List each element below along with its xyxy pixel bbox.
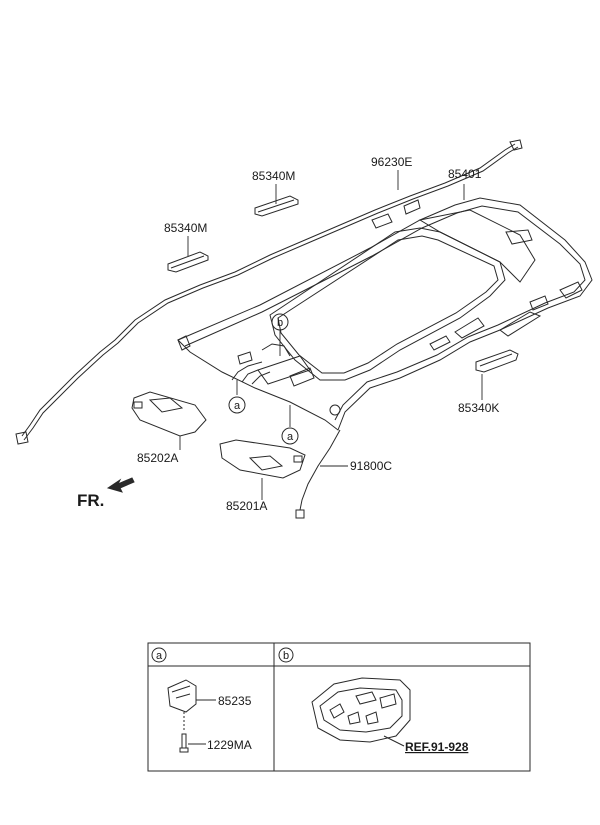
label-85401: 85401	[448, 167, 482, 181]
label-85340m-upper: 85340M	[252, 169, 295, 183]
part-labels: 85340M 96230E 85401 85340M 85340K 85202A…	[77, 155, 499, 754]
console-bracket	[231, 343, 291, 385]
detail-header-b: b	[283, 650, 289, 662]
headliner-panel	[177, 197, 593, 431]
callout-a-label-1: a	[234, 400, 241, 412]
wiring-harness	[15, 139, 523, 445]
front-direction-label: FR.	[77, 491, 104, 510]
callout-a-label-2: a	[287, 431, 294, 443]
assist-handle-85340k	[475, 349, 519, 373]
label-91800c: 91800C	[350, 459, 392, 473]
label-85202a: 85202A	[137, 451, 178, 465]
label-85235: 85235	[218, 694, 252, 708]
assist-handle-85340m-lower	[167, 251, 209, 273]
detail-b-console	[311, 677, 411, 747]
wire-91800c	[295, 429, 341, 519]
callout-a-circle-2	[281, 427, 299, 445]
detail-table	[147, 642, 531, 772]
front-arrow-icon	[106, 477, 135, 493]
callout-a-circle-1	[228, 396, 246, 414]
label-85201a: 85201A	[226, 499, 267, 513]
label-85340k: 85340K	[458, 401, 499, 415]
sunvisor-85202a	[131, 391, 207, 437]
detail-a-bracket	[167, 679, 216, 753]
sunvisor-85201a	[219, 439, 306, 479]
callout-b-label: b	[277, 317, 283, 329]
assist-handle-85340m-upper	[254, 195, 299, 217]
leader-lines	[179, 170, 483, 500]
label-96230e: 96230E	[371, 155, 412, 169]
label-85340m-lower: 85340M	[164, 221, 207, 235]
label-1229ma: 1229MA	[207, 738, 252, 752]
callout-b-circle	[271, 313, 289, 331]
detail-header-a: a	[156, 650, 163, 662]
reference-label: REF.91-928	[405, 740, 469, 754]
